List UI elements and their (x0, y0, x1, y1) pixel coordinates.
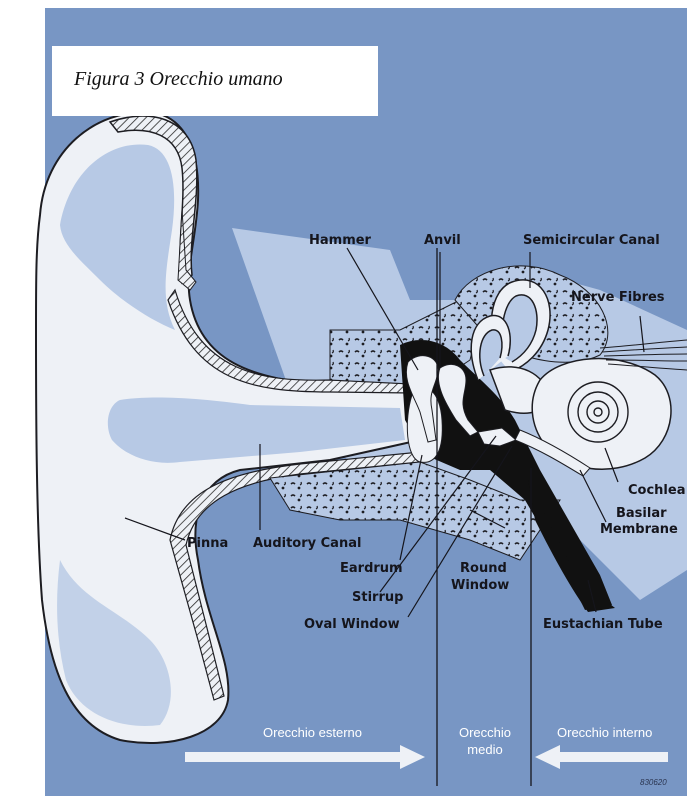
label-eardrum: Eardrum (340, 561, 403, 576)
label-anvil: Anvil (424, 233, 461, 248)
label-nerve-fibres: Nerve Fibres (571, 290, 665, 305)
label-semicircular-canal: Semicircular Canal (523, 233, 660, 248)
zone-middle-ear-line2: medio (445, 742, 525, 758)
figure-code: 830620 (640, 778, 667, 787)
label-window: Window (451, 578, 509, 593)
figure-title: Figura 3 Orecchio umano (74, 68, 283, 91)
title-box: Figura 3 Orecchio umano (52, 46, 378, 116)
label-eustachian-tube: Eustachian Tube (543, 617, 663, 632)
label-cochlea: Cochlea (628, 483, 685, 498)
label-auditory-canal: Auditory Canal (253, 536, 361, 551)
zone-inner-ear: Orecchio interno (557, 725, 652, 741)
label-membrane: Membrane (600, 522, 678, 537)
label-pinna: Pinna (187, 536, 228, 551)
label-hammer: Hammer (309, 233, 371, 248)
label-oval-window: Oval Window (304, 617, 400, 632)
zone-middle-ear-line1: Orecchio (445, 725, 525, 741)
label-round: Round (460, 561, 507, 576)
zone-outer-ear: Orecchio esterno (263, 725, 362, 741)
label-stirrup: Stirrup (352, 590, 403, 605)
label-basilar: Basilar (616, 506, 667, 521)
